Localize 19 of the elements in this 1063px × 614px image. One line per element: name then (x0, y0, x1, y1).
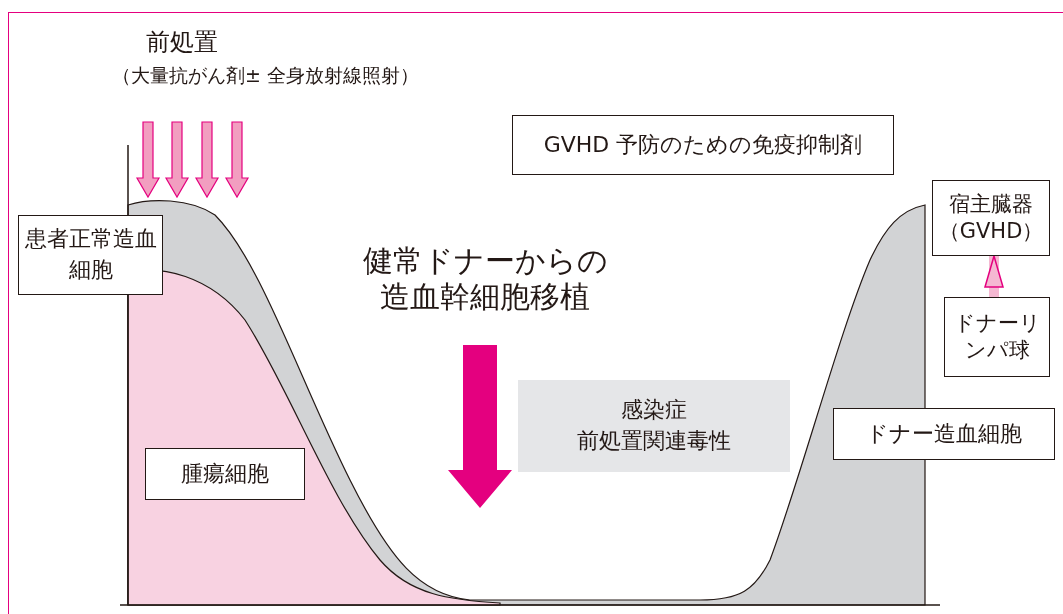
label-box (512, 115, 894, 175)
treatment-heading: 前処置 (145, 28, 219, 57)
box-text: 腫瘍細胞 (181, 459, 269, 488)
box-text: ドナー造血細胞 (866, 419, 1022, 448)
label-box (944, 297, 1050, 377)
box-text: GVHD 予防のための免疫抑制剤 (543, 130, 863, 159)
label-box (18, 215, 163, 295)
box-text: 患者正常造血細胞 (23, 225, 158, 284)
treatment-note: （大量抗がん剤± 全身放射線照射） (112, 64, 420, 87)
block-arrow (984, 255, 1004, 297)
box-text: ドナーリンパ球 (952, 309, 1042, 364)
label-box (833, 408, 1055, 460)
shaded-label-box (518, 380, 790, 472)
transplant-label: 健常ドナーからの造血幹細胞移植 (361, 243, 609, 315)
box-text: 前処置関連毒性 (577, 427, 731, 455)
label-box (145, 448, 305, 500)
label-box (932, 180, 1050, 256)
box-text: 宿主臓器（GVHD） (938, 190, 1044, 245)
box-text: 感染症 (621, 396, 687, 425)
